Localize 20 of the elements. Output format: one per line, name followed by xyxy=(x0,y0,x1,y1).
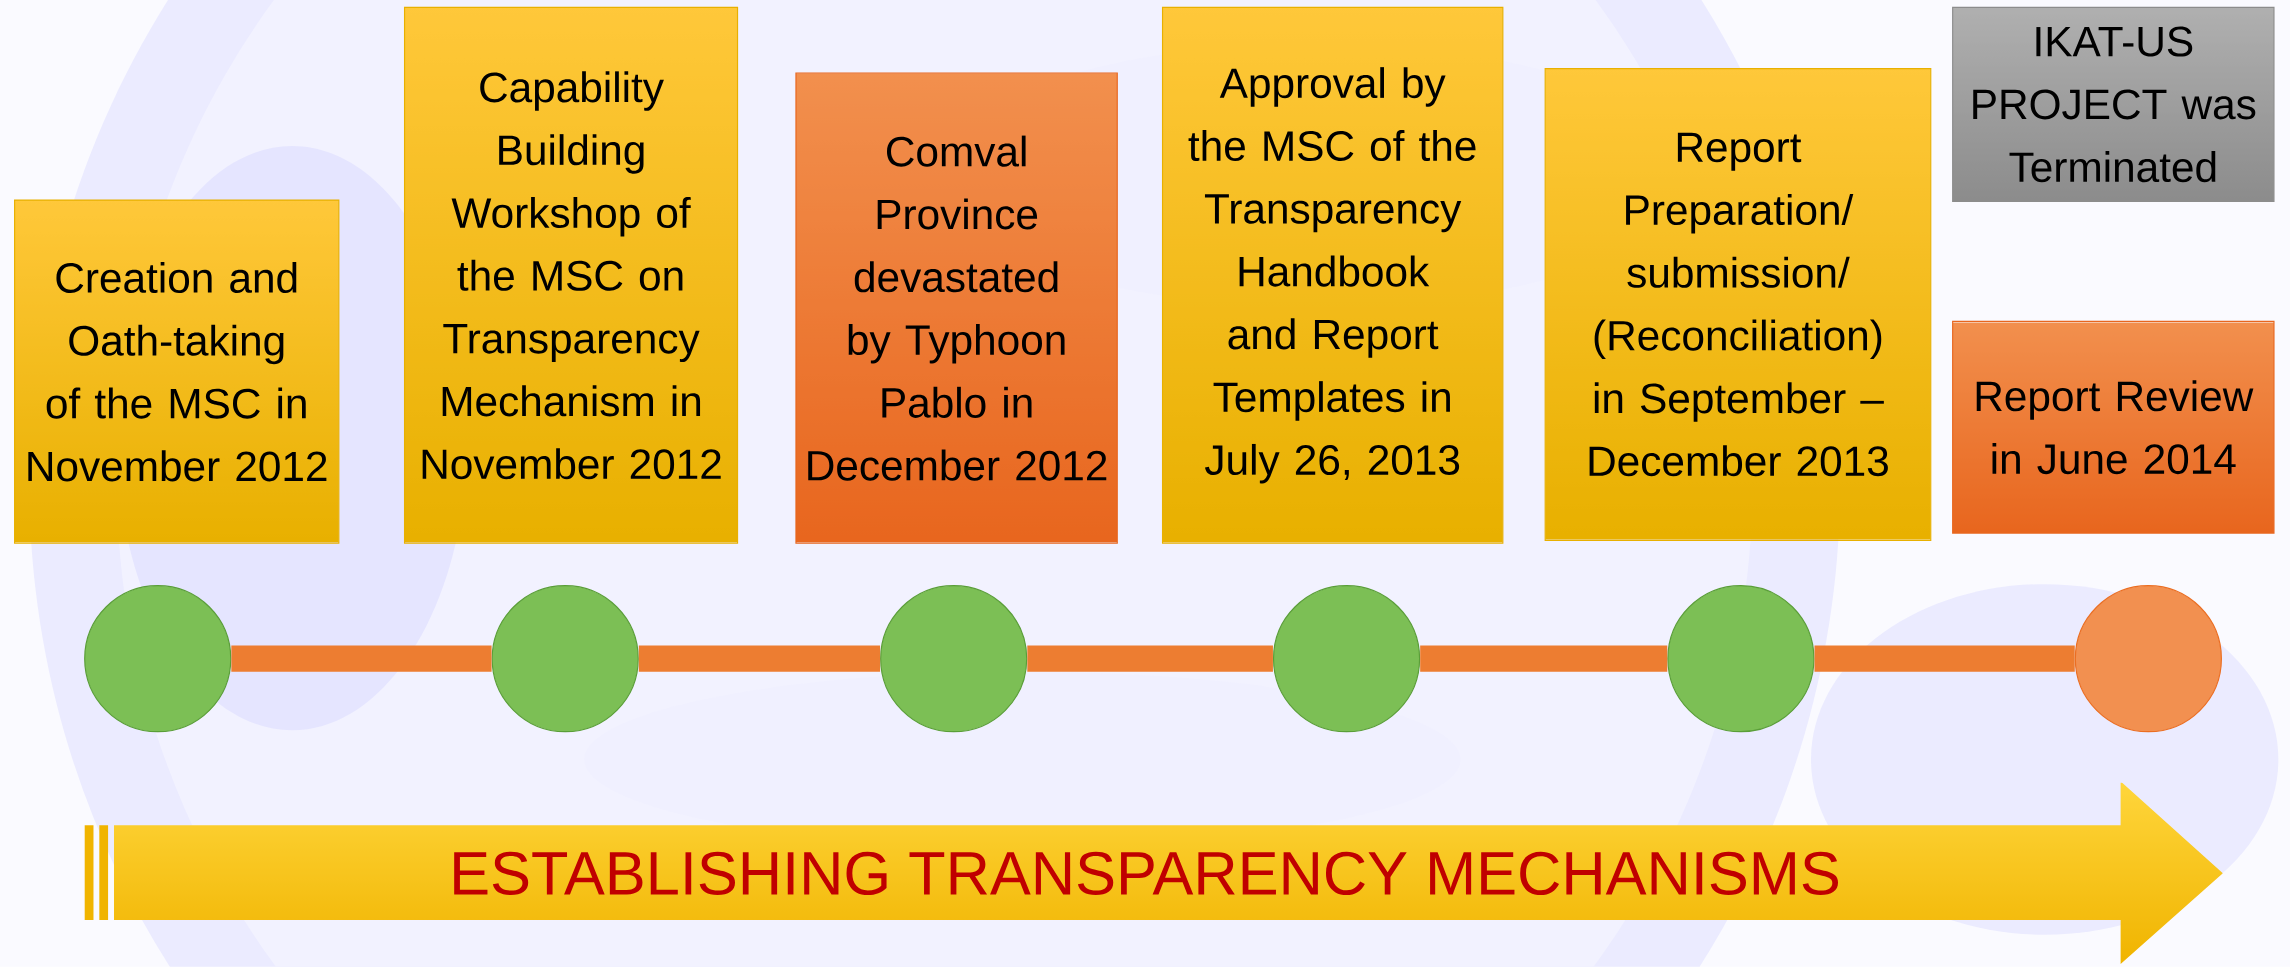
node-label: ESTABLISHING TRANSPARENCY MECHANISMS xyxy=(454,851,1839,896)
milestone-circle xyxy=(2074,585,2222,733)
milestone-circle xyxy=(84,585,232,733)
event-box: IKAT-US PROJECT was Terminated xyxy=(1952,6,2275,203)
milestone-circle xyxy=(880,585,1028,733)
event-box: Comval Province devastated by Typhoon Pablo in December 2012 xyxy=(795,72,1118,544)
connector-line xyxy=(1814,645,2075,672)
milestone-circle xyxy=(1272,585,1421,733)
event-box: Report Review in June 2014 xyxy=(1952,320,2275,534)
milestone-circle xyxy=(1667,585,1815,733)
event-box: Report Preparation/ submission/ (Reconciliation) in September – December 2013 xyxy=(1544,68,1932,542)
event-box: Capability Building Workshop of the MSC on Transparency Mechanism in November 2012 xyxy=(403,6,739,544)
connector-line xyxy=(638,645,881,672)
milestone-circle xyxy=(491,585,639,733)
event-box: Approval by the MSC of the Transparency Handbook and Report Templates in July 26, 2013 xyxy=(1161,6,1504,544)
connector-line xyxy=(1027,645,1273,672)
connector-line xyxy=(1420,645,1668,672)
arrow-band: ESTABLISHING TRANSPARENCY MECHANISMS xyxy=(84,825,1838,921)
connector-line xyxy=(231,645,492,672)
event-box: Creation and Oath-taking of the MSC in November 2012 xyxy=(14,199,340,544)
